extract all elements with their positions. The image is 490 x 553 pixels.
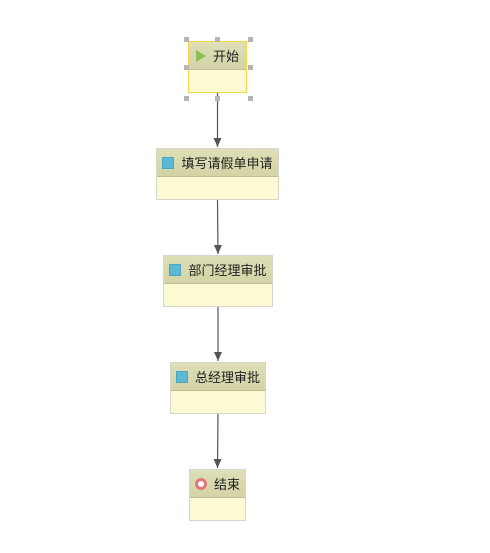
task-node-fill-form[interactable]: 填写请假单申请 bbox=[156, 148, 279, 200]
task-node-general-manager[interactable]: 总经理审批 bbox=[170, 362, 266, 414]
task-node-body bbox=[164, 284, 272, 307]
connector-fill-form-to-dept-manager[interactable] bbox=[213, 199, 222, 255]
start-node[interactable]: 开始 bbox=[188, 41, 247, 93]
start-node-label: 开始 bbox=[212, 50, 239, 65]
connector-general-manager-to-end[interactable] bbox=[213, 413, 222, 469]
resize-handle-top-right[interactable] bbox=[248, 37, 253, 42]
task-node-header: 填写请假单申请 bbox=[157, 149, 278, 177]
end-node-body bbox=[190, 498, 245, 521]
task-node-label: 填写请假单申请 bbox=[181, 157, 273, 172]
end-icon bbox=[194, 477, 207, 490]
resize-handle-bottom-right[interactable] bbox=[248, 96, 253, 101]
task-node-body bbox=[157, 177, 278, 200]
resize-handle-middle-right[interactable] bbox=[248, 65, 253, 70]
end-node-header: 结束 bbox=[190, 470, 245, 498]
start-node-body bbox=[189, 70, 246, 93]
task-icon bbox=[175, 370, 188, 383]
end-node[interactable]: 结束 bbox=[189, 469, 246, 521]
task-node-header: 总经理审批 bbox=[171, 363, 265, 391]
resize-handle-bottom-center[interactable] bbox=[215, 96, 220, 101]
end-node-label: 结束 bbox=[213, 478, 240, 493]
task-icon bbox=[162, 156, 175, 169]
task-node-header: 部门经理审批 bbox=[164, 256, 272, 284]
play-icon bbox=[195, 49, 206, 62]
resize-handle-middle-left[interactable] bbox=[184, 65, 189, 70]
task-node-label: 总经理审批 bbox=[194, 371, 260, 386]
resize-handle-bottom-left[interactable] bbox=[184, 96, 189, 101]
task-icon bbox=[169, 263, 182, 276]
start-node-header: 开始 bbox=[189, 42, 246, 70]
resize-handle-top-center[interactable] bbox=[215, 37, 220, 42]
task-node-dept-manager[interactable]: 部门经理审批 bbox=[163, 255, 273, 307]
task-node-label: 部门经理审批 bbox=[188, 264, 267, 279]
resize-handle-top-left[interactable] bbox=[184, 37, 189, 42]
task-node-body bbox=[171, 391, 265, 414]
